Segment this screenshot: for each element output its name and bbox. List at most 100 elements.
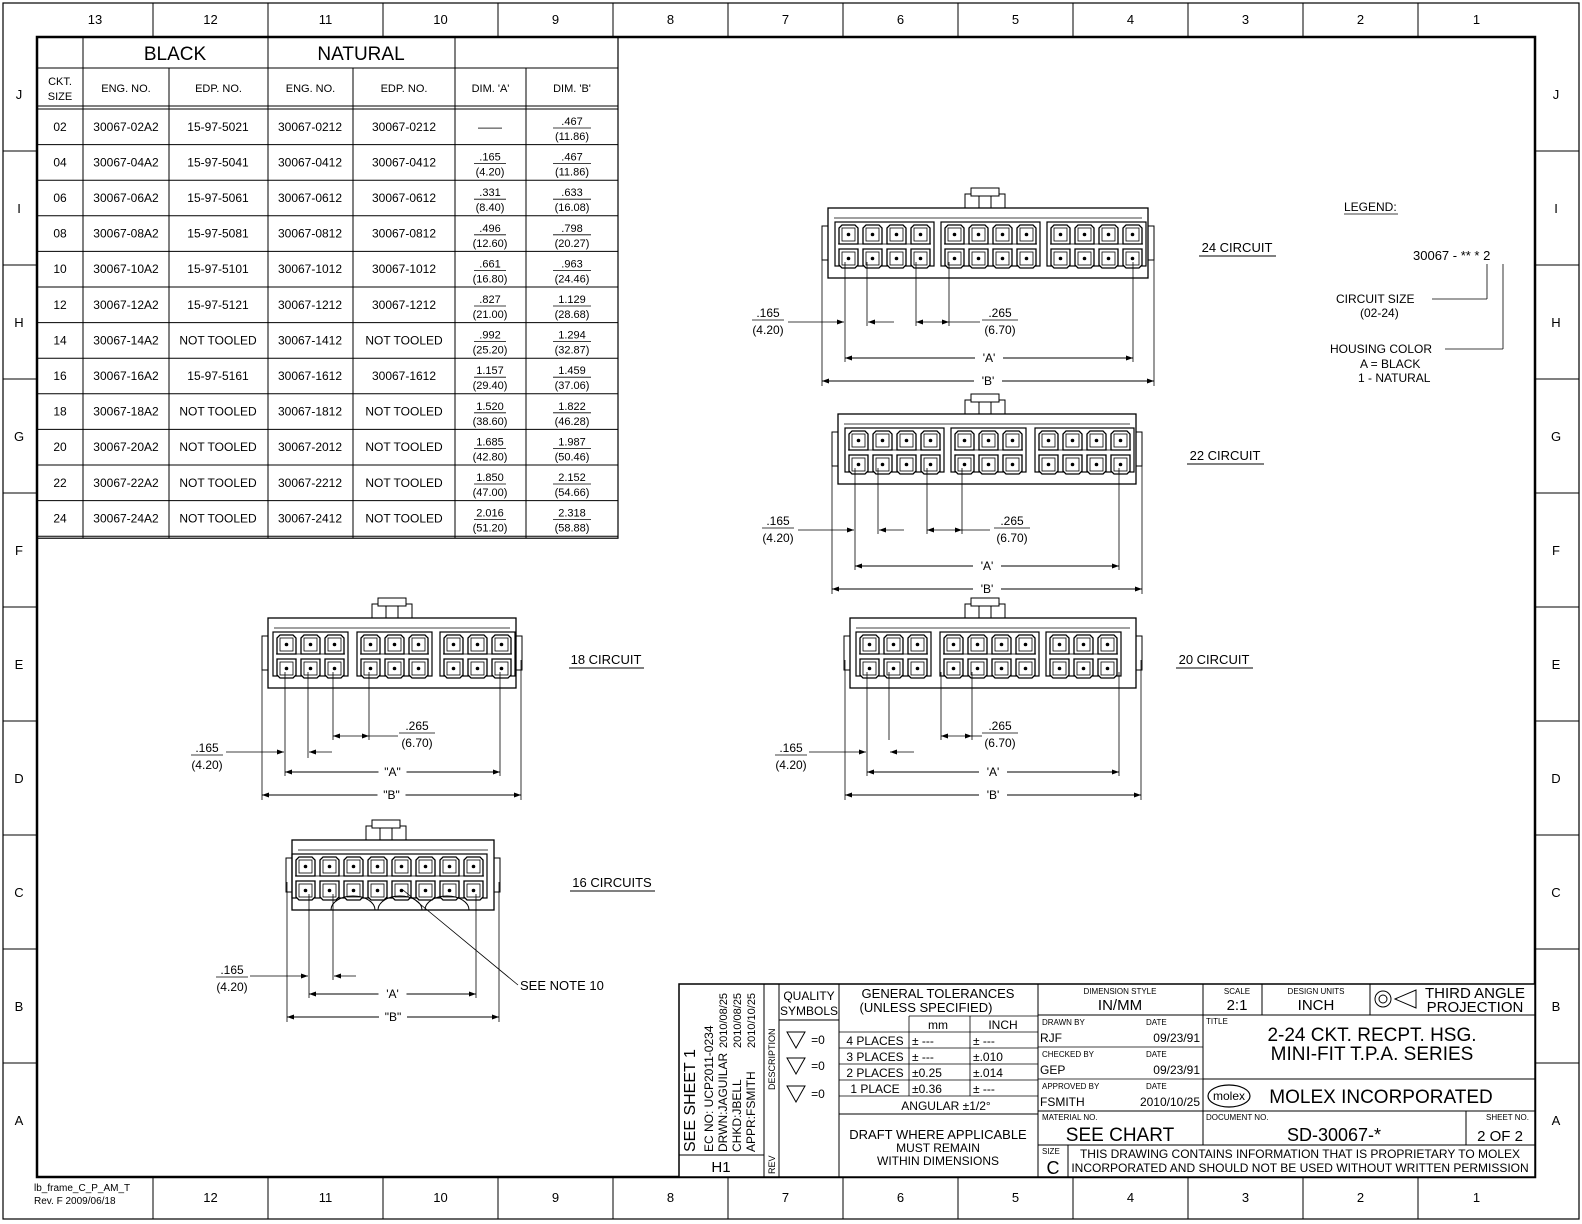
checked-by-label: CHECKED BY: [1042, 1050, 1095, 1059]
cell-dim-b-mm: (50.46): [555, 451, 590, 463]
draft-note: WITHIN DIMENSIONS: [877, 1154, 999, 1168]
cell-black-eng-no: 30067-08A2: [93, 227, 159, 241]
cell-dim-a-inch: 1.850: [476, 472, 504, 484]
cell-dim-a-inch: 1.157: [476, 365, 504, 377]
tolerance-inch: ± ---: [973, 1082, 995, 1096]
view-label: 16 CIRCUITS: [572, 875, 652, 890]
dimension-value-mm: (4.20): [216, 980, 247, 994]
cell-natural-edp-no: 30067-0212: [372, 120, 436, 134]
cell-black-edp-no: NOT TOOLED: [179, 440, 257, 454]
cell-dim-b-mm: (32.87): [555, 345, 590, 357]
column-header: ENG. NO.: [286, 83, 336, 95]
rev-value: H1: [711, 1159, 730, 1176]
view-16-circuits: SEE NOTE 10.165(4.20)'A'"B"16 CIRCUITS: [216, 819, 655, 1024]
dimension-label: 'B': [982, 374, 995, 388]
tolerance-inch: ±.014: [973, 1066, 1003, 1080]
cell-dim-b-inch: 2.152: [558, 472, 586, 484]
projection-inner-circle-icon: [1378, 994, 1388, 1004]
cell-natural-eng-no: 30067-0612: [278, 191, 342, 205]
view-label: 24 CIRCUIT: [1202, 240, 1273, 255]
connector-views: .165 (4.20) .265 (6.70) 'A' 'B' 24 CIRCUIT .165…: [191, 187, 1276, 1024]
cell-black-eng-no: 30067-20A2: [93, 440, 159, 454]
quality-triangle-icon: [786, 1085, 806, 1104]
frame-row-label: A: [15, 1113, 24, 1128]
drawn-date-value: 09/23/91: [1153, 1031, 1200, 1045]
frame-row-label: J: [16, 87, 23, 102]
frame-column-label: 2: [1357, 1190, 1364, 1205]
column-header-size: SIZE: [48, 91, 72, 103]
date-label: DATE: [1146, 1018, 1167, 1027]
frame-column-label: 6: [897, 1190, 904, 1205]
dimension-label: 'B': [981, 582, 994, 596]
frame-column-label: 9: [552, 12, 559, 27]
projection-line-2: PROJECTION: [1427, 999, 1524, 1016]
frame-row-label: C: [1551, 885, 1560, 900]
frame-column-label: 8: [667, 12, 674, 27]
cell-dim-a-inch: .661: [479, 258, 500, 270]
tolerance-mm: ±0.25: [912, 1066, 942, 1080]
cell-ckt-size: 02: [53, 120, 67, 134]
dimension-value-mm: (4.20): [191, 758, 222, 772]
cell-dim-b-inch: 1.129: [558, 294, 586, 306]
cell-dim-a-mm: (16.80): [473, 273, 508, 285]
tolerance-mm: ± ---: [912, 1034, 934, 1048]
cell-black-eng-no: 30067-24A2: [93, 511, 159, 525]
cell-dim-b-inch: 2.318: [558, 508, 586, 520]
tolerance-mm: ± ---: [912, 1050, 934, 1064]
quality-label: QUALITY: [783, 989, 834, 1003]
frame-row-label: A: [1552, 1113, 1561, 1128]
dimension-value-mm: (6.70): [984, 736, 1015, 750]
legend-black: A = BLACK: [1360, 357, 1420, 371]
frame-column-label: 9: [552, 1190, 559, 1205]
dimension-value-inch: .265: [988, 306, 1012, 320]
frame-column-label: 5: [1012, 1190, 1019, 1205]
cell-dim-a-mm: (8.40): [476, 202, 505, 214]
cell-natural-eng-no: 30067-1612: [278, 369, 342, 383]
cell-black-eng-no: 30067-10A2: [93, 262, 159, 276]
frame-row-label: B: [1552, 999, 1561, 1014]
cell-black-edp-no: NOT TOOLED: [179, 333, 257, 347]
checked-by-value: GEP: [1040, 1063, 1065, 1077]
cell-dim-b-inch: 1.459: [558, 365, 586, 377]
see-sheet: SEE SHEET 1: [682, 1049, 699, 1152]
dimension-value-inch: .265: [1000, 514, 1024, 528]
legend-housing-color: HOUSING COLOR: [1330, 342, 1432, 356]
cell-dim-a-mm: (29.40): [473, 380, 508, 392]
drawn-by-rev: DRWN:JAGUILAR: [716, 1053, 730, 1152]
document-label: DOCUMENT NO.: [1206, 1113, 1269, 1122]
projection-cone-icon: [1393, 989, 1417, 1009]
cell-dim-a-inch: 1.520: [476, 401, 504, 413]
column-header: EDP. NO.: [381, 83, 428, 95]
cell-dim-a-inch: 2.016: [476, 508, 504, 520]
dimension-value-inch: .165: [766, 514, 790, 528]
quality-value: =0: [811, 1033, 825, 1047]
dimension-label: 'A': [386, 987, 399, 1001]
cell-ckt-size: 24: [53, 511, 67, 525]
cell-natural-edp-no: NOT TOOLED: [365, 476, 443, 490]
cell-dim-a-inch: .331: [479, 187, 500, 199]
frame-row-label: G: [14, 429, 24, 444]
cell-black-edp-no: 15-97-5081: [187, 227, 249, 241]
quality-triangle-icon: [786, 1031, 806, 1050]
cell-dim-b-mm: (24.46): [555, 273, 590, 285]
frame-id: lb_frame_C_P_AM_T: [34, 1183, 130, 1194]
legend-circuit-range: (02-24): [1360, 306, 1399, 320]
tolerance-places: 3 PLACES: [846, 1050, 903, 1064]
cell-black-eng-no: 30067-14A2: [93, 333, 159, 347]
frame-column-label: 1: [1473, 12, 1480, 27]
sheet-label: SHEET NO.: [1486, 1113, 1529, 1122]
cell-dim-a-mm: (47.00): [473, 487, 508, 499]
size-value: C: [1047, 1158, 1060, 1178]
cell-natural-edp-no: 30067-0412: [372, 155, 436, 169]
cell-dim-a-mm: (51.20): [473, 523, 508, 535]
cell-dim-b-mm: (11.86): [555, 167, 589, 179]
cell-dim-b-inch: .963: [561, 258, 582, 270]
draft-note: MUST REMAIN: [896, 1141, 980, 1155]
view-22-circuit: .165(4.20).265(6.70)'A''B'22 CIRCUIT: [762, 393, 1264, 596]
cell-dim-b-mm: (37.06): [555, 380, 590, 392]
cell-dim-a-inch: .496: [479, 223, 500, 235]
frame-row-label: I: [1554, 201, 1558, 216]
dimension-value-mm: (6.70): [996, 531, 1027, 545]
dimension-value-inch: .165: [779, 741, 803, 755]
